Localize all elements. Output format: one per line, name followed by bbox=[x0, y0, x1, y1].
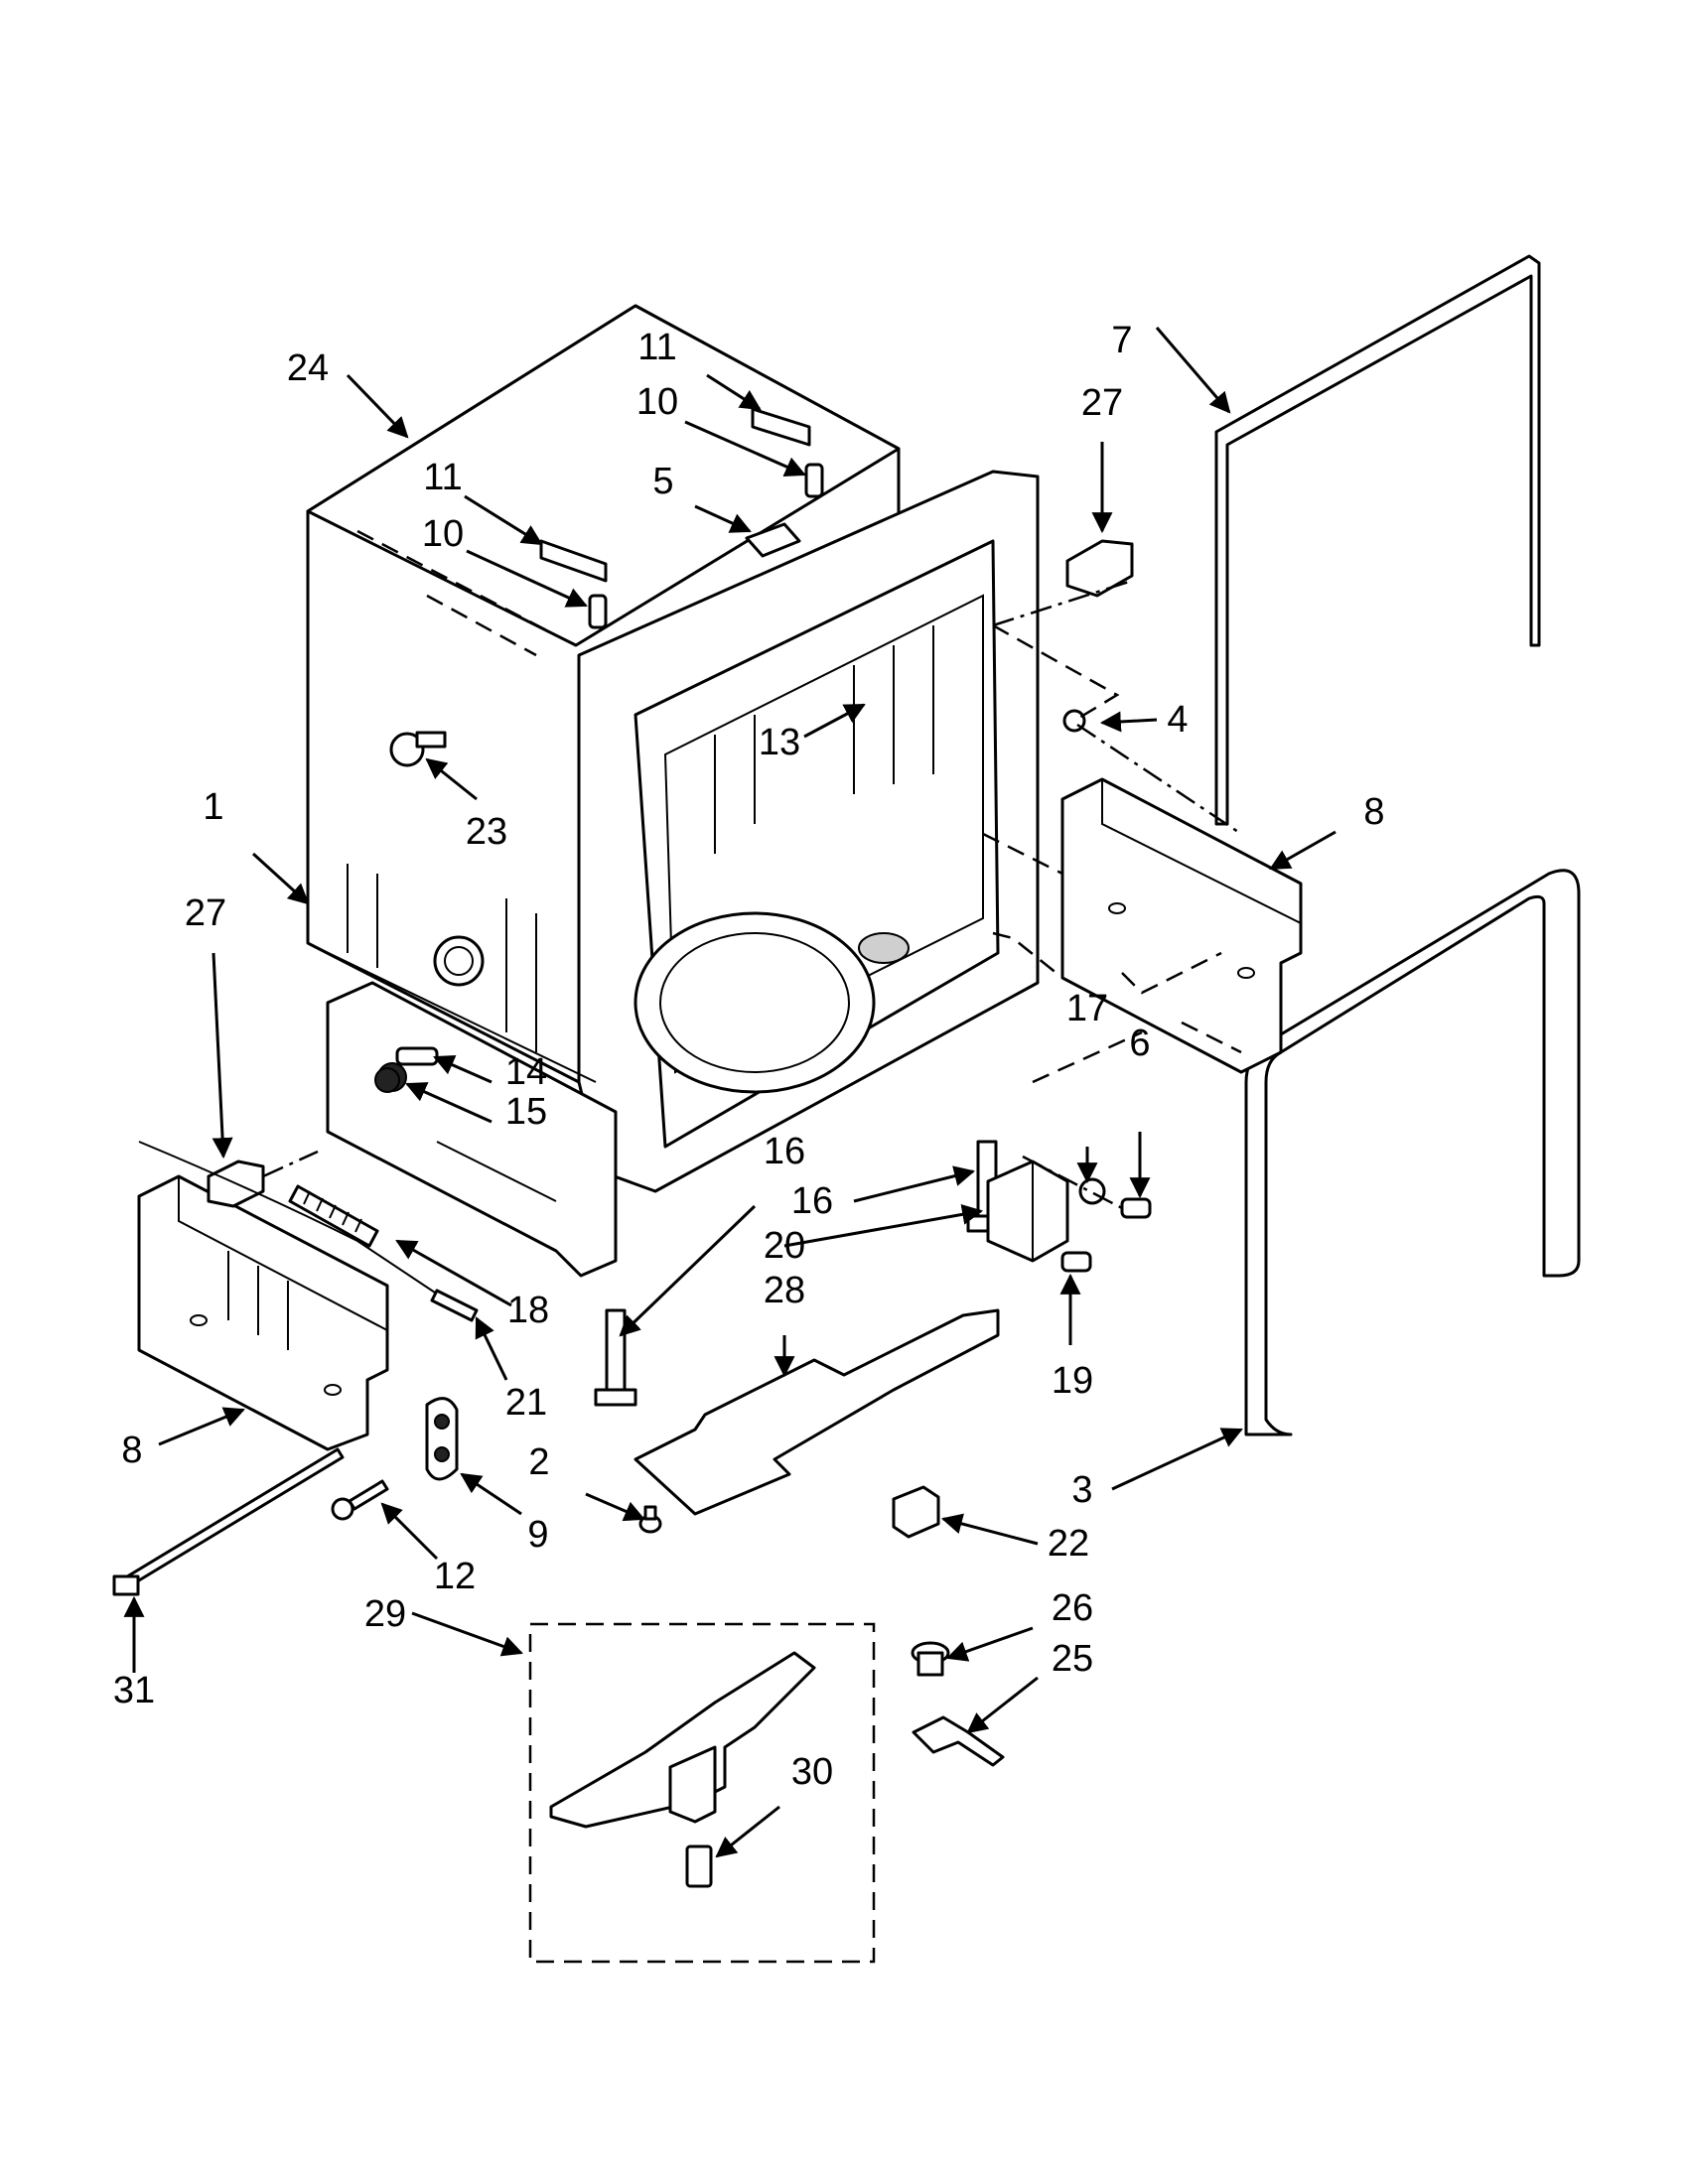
label-part-17: 17 bbox=[1066, 988, 1108, 1029]
screw-10-lower bbox=[588, 594, 608, 629]
base-plate bbox=[633, 1308, 1000, 1516]
label-part-18: 18 bbox=[507, 1290, 549, 1331]
clip-9 bbox=[425, 1397, 459, 1481]
label-part-7: 7 bbox=[1111, 320, 1132, 361]
label-part-11-upper: 11 bbox=[637, 327, 676, 368]
tub-seal bbox=[1244, 869, 1581, 1436]
insulation-block-right bbox=[1060, 777, 1303, 1074]
vent-5 bbox=[745, 522, 801, 558]
label-part-10-upper: 10 bbox=[636, 381, 678, 423]
label-part-22: 22 bbox=[1048, 1523, 1089, 1565]
label-part-13: 13 bbox=[759, 722, 800, 763]
hinge-plate-11-lower bbox=[539, 539, 608, 583]
hinge-plate-11-upper bbox=[751, 407, 811, 447]
label-part-10-lower: 10 bbox=[422, 513, 464, 555]
door-gasket bbox=[1214, 254, 1541, 826]
label-part-21: 21 bbox=[505, 1382, 547, 1424]
leader-arrows bbox=[123, 327, 1336, 1858]
part-labels: 11 10 24 11 5 10 7 27 4 13 8 23 1 27 14 … bbox=[113, 320, 1385, 1793]
label-part-11-lower: 11 bbox=[423, 457, 462, 498]
label-part-23: 23 bbox=[466, 811, 507, 853]
label-part-30: 30 bbox=[791, 1751, 833, 1793]
label-part-8-right: 8 bbox=[1363, 791, 1384, 833]
label-part-16-upper: 16 bbox=[791, 1180, 833, 1222]
cable-tie-31 bbox=[112, 1447, 345, 1596]
bracket-25 bbox=[912, 1715, 1005, 1767]
label-part-29: 29 bbox=[364, 1593, 406, 1635]
label-part-9: 9 bbox=[527, 1514, 548, 1556]
label-part-24: 24 bbox=[287, 347, 329, 389]
label-part-3: 3 bbox=[1071, 1469, 1092, 1511]
connector-22 bbox=[892, 1485, 940, 1539]
spring-18 bbox=[288, 1184, 379, 1248]
label-part-28: 28 bbox=[764, 1270, 805, 1311]
label-part-6: 6 bbox=[1129, 1023, 1150, 1064]
label-part-26: 26 bbox=[1052, 1587, 1093, 1629]
side-bracket bbox=[986, 1160, 1069, 1263]
assembly-lines bbox=[262, 579, 1242, 1210]
label-part-8-left: 8 bbox=[121, 1430, 142, 1471]
label-part-15: 15 bbox=[505, 1091, 547, 1133]
label-part-1: 1 bbox=[203, 786, 223, 828]
label-part-31: 31 bbox=[113, 1670, 155, 1711]
label-part-27-upper: 27 bbox=[1081, 382, 1123, 424]
screw-10-upper bbox=[804, 463, 824, 498]
label-part-20: 20 bbox=[764, 1225, 805, 1267]
thermostat-26 bbox=[911, 1641, 950, 1677]
screw-19 bbox=[1060, 1251, 1092, 1273]
label-part-5: 5 bbox=[652, 461, 673, 502]
plug-23 bbox=[389, 731, 447, 767]
label-part-25: 25 bbox=[1052, 1638, 1093, 1680]
leveling-leg-front bbox=[594, 1308, 637, 1407]
label-part-14: 14 bbox=[505, 1051, 547, 1093]
cable-21 bbox=[138, 1141, 479, 1322]
washer-17 bbox=[1078, 1177, 1106, 1205]
label-part-2: 2 bbox=[528, 1441, 549, 1483]
insulation-block-left bbox=[137, 1174, 389, 1451]
foot-2 bbox=[638, 1505, 662, 1534]
label-part-16-lower: 16 bbox=[764, 1131, 805, 1172]
label-part-12: 12 bbox=[434, 1556, 476, 1597]
screw-12 bbox=[331, 1479, 389, 1521]
label-part-19: 19 bbox=[1052, 1360, 1093, 1402]
tub-assembly bbox=[306, 304, 1040, 1193]
label-part-27-lower: 27 bbox=[185, 892, 226, 934]
float-assembly-box bbox=[528, 1622, 876, 1964]
hinge-clip-27-right bbox=[1065, 539, 1134, 598]
screw-6 bbox=[1120, 1197, 1152, 1219]
label-part-4: 4 bbox=[1167, 699, 1188, 741]
screw-14 bbox=[395, 1046, 439, 1066]
grommet-15 bbox=[374, 1067, 400, 1093]
